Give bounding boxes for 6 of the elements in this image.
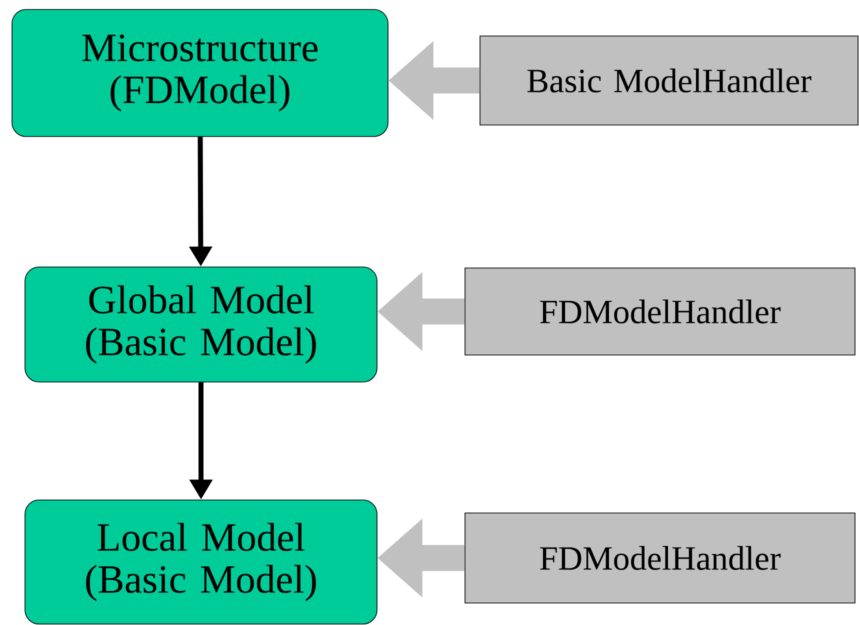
handler-box: FDModelHandler: [464, 268, 856, 356]
handler-box: FDModelHandler: [464, 512, 856, 604]
model-box: Local Model (Basic Model): [24, 500, 378, 624]
model-box: Microstructure (FDModel): [12, 9, 388, 137]
model-box: Global Model (Basic Model): [24, 266, 378, 382]
handler-box: Basic ModelHandler: [480, 36, 858, 126]
